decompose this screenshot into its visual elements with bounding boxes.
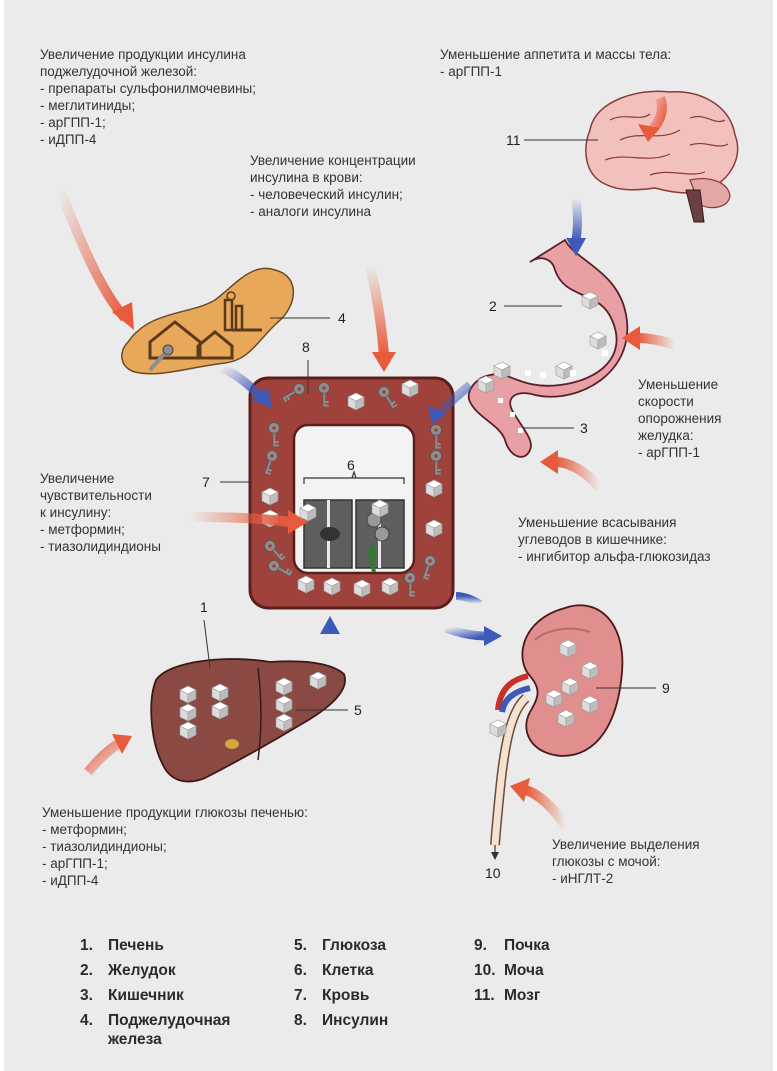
legend-column-1: 1.Печень 2.Желудок 3.Кишечник 4.Поджелуд… [80, 936, 230, 1049]
annotation-title-line: Увеличение концентрации [250, 152, 416, 169]
annotation-item: - тиазолидиндионы; [42, 838, 308, 855]
annotation-item: - иДПП-4 [40, 131, 256, 148]
annotation-insulin: Увеличение концентрации инсулина в крови… [250, 152, 416, 220]
annotation-stomach: Уменьшение скорости опорожнения желудка:… [638, 376, 722, 461]
annotation-title-line: Уменьшение продукции глюкозы печенью: [42, 804, 308, 821]
stomach [469, 240, 628, 457]
annotation-item: - арГПП-1; [42, 855, 308, 872]
annotation-item: - препараты сульфонилмочевины; [40, 80, 256, 97]
annotation-title-line: желудка: [638, 427, 722, 444]
annotation-item: - иНГЛТ-2 [552, 870, 700, 887]
annotation-title-line: углеводов в кишечнике: [518, 531, 711, 548]
annotation-title-line: Уменьшение всасывания [518, 514, 711, 531]
legend-item: 11.Мозг [474, 986, 550, 1005]
legend-item: 8.Инсулин [294, 1011, 388, 1030]
annotation-title-line: скорости [638, 393, 722, 410]
blood-vessel [250, 378, 453, 608]
legend-item: 10.Моча [474, 961, 550, 980]
callout-4: 4 [338, 310, 346, 326]
pancreas [122, 268, 294, 373]
legend-item: 3.Кишечник [80, 986, 230, 1005]
annotation-title-line: поджелудочной железой: [40, 63, 256, 80]
callout-6: 6 [347, 457, 355, 473]
callout-8: 8 [302, 339, 310, 355]
annotation-liver: Уменьшение продукции глюкозы печенью: - … [42, 804, 308, 889]
annotation-absorption: Уменьшение всасывания углеводов в кишечн… [518, 514, 711, 565]
annotation-title-line: инсулина в крови: [250, 169, 416, 186]
callout-7: 7 [202, 474, 210, 490]
annotation-title-line: Уменьшение [638, 376, 722, 393]
legend-column-2: 5.Глюкоза 6.Клетка 7.Кровь 8.Инсулин [294, 936, 388, 1030]
callout-9: 9 [662, 680, 670, 696]
callout-11: 11 [506, 132, 521, 148]
annotation-item: - арГПП-1 [440, 63, 671, 80]
annotation-kidney: Увеличение выделения глюкозы с мочой: - … [552, 836, 700, 887]
liver [151, 659, 345, 782]
annotation-item: - аналоги инсулина [250, 203, 416, 220]
annotation-item: - метформин; [40, 521, 161, 538]
callout-2: 2 [489, 298, 497, 314]
annotation-title-line: опорожнения [638, 410, 722, 427]
annotation-item: - человеческий инсулин; [250, 186, 416, 203]
annotation-title-line: Увеличение [40, 470, 161, 487]
legend-item: 9.Почка [474, 936, 550, 955]
callout-1: 1 [200, 599, 208, 615]
annotation-item: - иДПП-4 [42, 872, 308, 889]
annotation-item: - тиазолидиндионы [40, 538, 161, 555]
annotation-item: - ингибитор альфа-глюкозидаз [518, 548, 711, 565]
annotation-appetite: Уменьшение аппетита и массы тела: - арГП… [440, 46, 671, 80]
legend-item: 6.Клетка [294, 961, 388, 980]
annotation-pancreas: Увеличение продукции инсулина поджелудоч… [40, 46, 256, 148]
annotation-item: - арГПП-1; [40, 114, 256, 131]
annotation-title-line: Увеличение выделения [552, 836, 700, 853]
legend-column-3: 9.Почка 10.Моча 11.Мозг [474, 936, 550, 1005]
annotation-title-line: Уменьшение аппетита и массы тела: [440, 46, 671, 63]
callout-3: 3 [580, 420, 588, 436]
legend-item: 7.Кровь [294, 986, 388, 1005]
legend-item: 5.Глюкоза [294, 936, 388, 955]
annotation-title-line: Увеличение продукции инсулина [40, 46, 256, 63]
annotation-item: - арГПП-1 [638, 444, 722, 461]
legend-item: 2.Желудок [80, 961, 230, 980]
annotation-sensitivity: Увеличение чувствительности к инсулину: … [40, 470, 161, 555]
kidney [490, 605, 622, 860]
annotation-title-line: чувствительности [40, 487, 161, 504]
annotation-item: - меглитиниды; [40, 97, 256, 114]
annotation-item: - метформин; [42, 821, 308, 838]
annotation-title-line: глюкозы с мочой: [552, 853, 700, 870]
annotation-title-line: к инсулину: [40, 504, 161, 521]
legend-item: 1.Печень [80, 936, 230, 955]
callout-10: 10 [485, 865, 501, 881]
callout-5: 5 [354, 702, 362, 718]
